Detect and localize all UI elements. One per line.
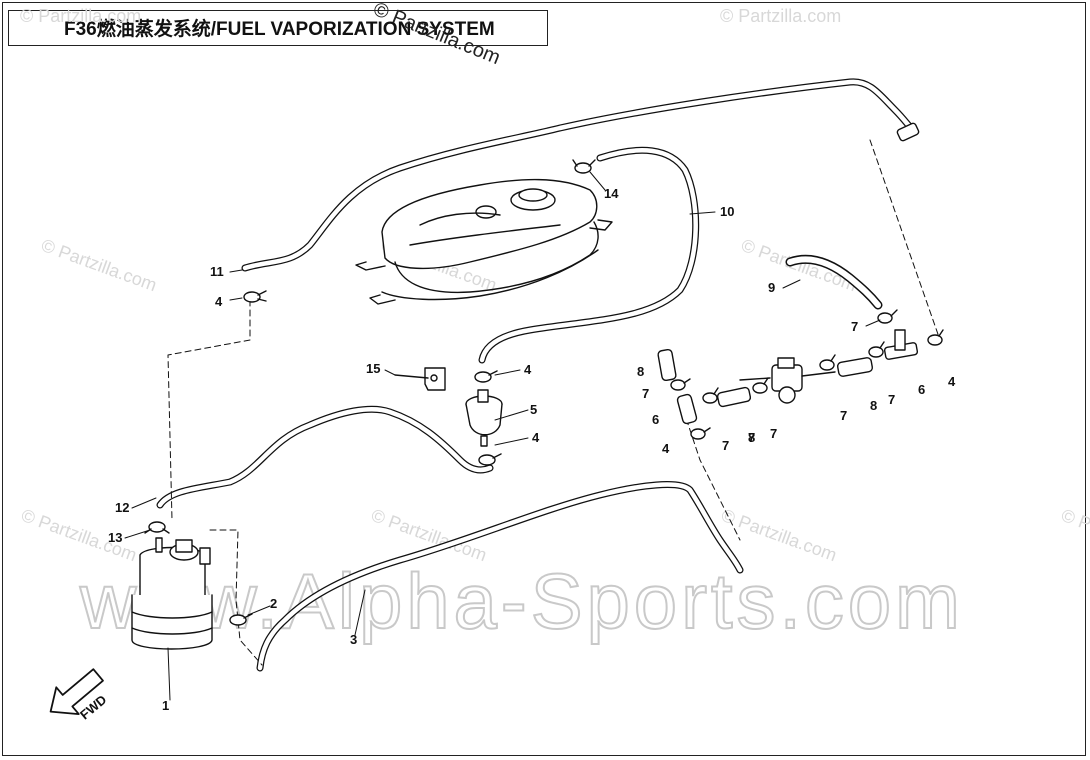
callout-4: 4: [215, 294, 223, 309]
callout-8: 8: [870, 398, 877, 413]
callout-7: 7: [851, 319, 858, 334]
hose-9: [787, 256, 881, 308]
bracket-15: [394, 367, 446, 391]
hose-11: [241, 78, 919, 272]
callout-7: 7: [888, 392, 895, 407]
callout-5: 5: [530, 402, 537, 417]
leader-line: [167, 299, 251, 521]
callout-13: 13: [108, 530, 122, 545]
watermark-small: © Partzilla.com: [39, 235, 160, 295]
callout-12: 12: [115, 500, 129, 515]
callout-15: 15: [366, 361, 380, 376]
callout-4: 4: [532, 430, 540, 445]
callout-8: 8: [637, 364, 644, 379]
callout-leaders: [124, 171, 881, 701]
callout-8: 8: [748, 430, 755, 445]
leader-line: [869, 139, 941, 341]
fuel-tank: [355, 178, 613, 305]
callout-4: 4: [524, 362, 532, 377]
fwd-arrow: [49, 668, 104, 715]
charcoal-canister: [131, 537, 213, 650]
callout-4: 4: [948, 374, 956, 389]
hose-12: [157, 407, 493, 508]
watermark-small: © Partzilla.com: [739, 235, 860, 295]
callout-6: 6: [918, 382, 925, 397]
callout-7: 7: [840, 408, 847, 423]
watermark-big: www.Alpha-Sports.com: [79, 557, 960, 645]
watermark-top: © Partzilla.com: [370, 0, 503, 69]
watermark-small: © Partzilla.com: [1059, 505, 1090, 565]
hose-end: [896, 122, 920, 142]
callout-1: 1: [162, 698, 169, 713]
callout-14: 14: [604, 186, 619, 201]
valve-assembly: [657, 329, 919, 425]
callout-2: 2: [270, 596, 277, 611]
callout-7: 7: [770, 426, 777, 441]
diagram-title: F36燃油蒸发系统/FUEL VAPORIZATION SYSTEM: [64, 19, 495, 40]
clamp-group: [144, 159, 944, 626]
callout-6: 6: [652, 412, 659, 427]
callout-11: 11: [210, 264, 224, 279]
callout-9: 9: [768, 280, 775, 295]
watermark-small: © Partzilla.com: [20, 6, 141, 26]
callout-7: 7: [642, 386, 649, 401]
callout-10: 10: [720, 204, 734, 219]
callout-7: 7: [748, 430, 755, 445]
callout-7: 7: [722, 438, 729, 453]
callout-4: 4: [662, 441, 670, 456]
title-box: [8, 10, 548, 46]
hose-10: [479, 148, 698, 363]
callout-numbers: 1 2 3 4 4 4 4 4 5 6 6 7 7 7 7 7 7 7 8 8 …: [108, 186, 956, 713]
callout-3: 3: [350, 632, 357, 647]
hose-3: [257, 482, 743, 671]
watermark-small: © Partzilla.com: [720, 6, 841, 26]
fuel-filter: [465, 389, 503, 447]
